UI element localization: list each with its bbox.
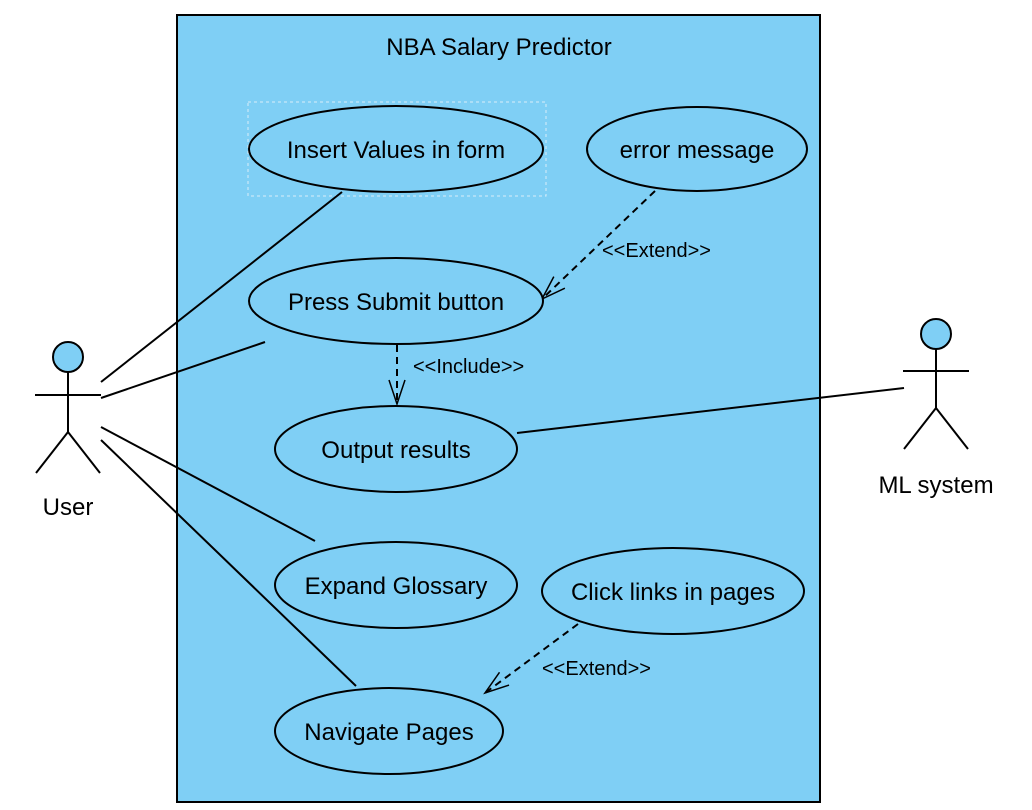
extend-label-error: <<Extend>> (602, 240, 711, 262)
assoc-user-navigate-pages (100, 439, 357, 687)
use-case-navigate-pages: Navigate Pages (274, 687, 504, 775)
actor-user-label: User (43, 494, 94, 521)
assoc-user-expand-glossary (100, 426, 316, 542)
actor-ml-system-head (920, 318, 952, 350)
use-case-click-links-label: Click links in pages (571, 579, 775, 606)
assoc-user-insert-values (100, 191, 343, 383)
actor-user-head (52, 341, 84, 373)
use-case-output-results-label: Output results (321, 437, 470, 464)
use-case-press-submit-label: Press Submit button (288, 289, 504, 316)
use-case-insert-values: Insert Values in form (248, 105, 544, 193)
use-case-expand-glossary: Expand Glossary (274, 541, 518, 629)
extend-arrow-error (540, 190, 656, 301)
actor-user: User (35, 341, 101, 521)
actor-ml-system: ML system (878, 318, 994, 499)
assoc-output-ml-system (516, 387, 905, 434)
use-case-navigate-pages-label: Navigate Pages (304, 719, 473, 746)
use-case-output-results: Output results (274, 405, 518, 493)
extend-arrow-links (483, 623, 579, 695)
use-case-expand-glossary-label: Expand Glossary (305, 573, 488, 600)
actor-ml-system-label: ML system (878, 472, 993, 499)
use-case-press-submit: Press Submit button (248, 257, 544, 345)
system-title: NBA Salary Predictor (386, 34, 611, 61)
use-case-insert-values-label: Insert Values in form (287, 137, 505, 164)
include-label-output: <<Include>> (413, 356, 524, 378)
use-case-error-message-label: error message (620, 137, 775, 164)
use-case-click-links: Click links in pages (541, 547, 805, 635)
use-case-error-message: error message (586, 106, 808, 192)
selection-outline (247, 101, 547, 197)
assoc-user-press-submit (100, 341, 266, 399)
extend-label-links: <<Extend>> (542, 658, 651, 680)
